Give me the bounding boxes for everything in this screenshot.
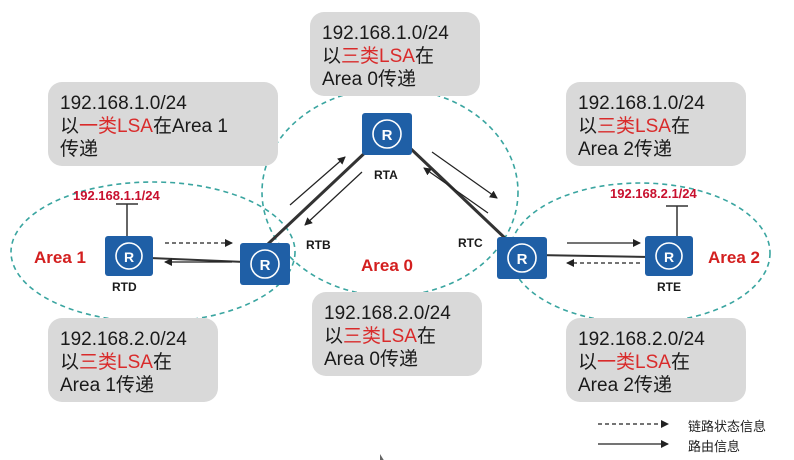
info-box-bottom-left-line2: 以三类LSA在 [60,351,206,374]
info-box-top-lsa: 三类LSA [341,46,415,67]
router-rtb-icon: R [240,243,290,285]
router-rta-letter: R [382,127,393,144]
router-rta-icon: R [362,113,412,155]
link-rtb-rta [266,146,372,246]
info-box-top: 192.168.1.0/24 以三类LSA在 Area 0传递 [310,12,480,96]
area-2-boundary [509,182,771,324]
info-box-top-left-line2: 以一类LSA在Area 1 [60,115,266,138]
info-box-top-left: 192.168.1.0/24 以一类LSA在Area 1 传递 [48,82,278,166]
route-arrow-rtc-to-rta [423,167,489,214]
router-rtd-letter: R [124,249,134,265]
area-1-label: Area 1 [34,248,86,267]
info-box-mid-bottom-post: 在 [416,326,436,347]
info-box-bottom-left-post: 在 [152,352,172,373]
info-box-top-line1: 192.168.1.0/24 [322,23,449,44]
router-rte-letter: R [664,249,674,265]
info-box-bottom-right-line3: Area 2传递 [578,375,672,396]
info-box-top-left-pre: 以 [60,116,80,137]
info-box-top-right: 192.168.1.0/24 以三类LSA在 Area 2传递 [566,82,746,166]
router-rtb-label: RTB [306,238,331,252]
area-2-label: Area 2 [708,248,760,267]
router-rtc-letter: R [517,251,528,268]
info-box-top-left-line1: 192.168.1.0/24 [60,93,187,114]
info-box-bottom-left-lsa: 三类LSA [79,352,153,373]
mouse-cursor-icon [380,454,384,460]
info-box-mid-bottom-line3: Area 0传递 [324,349,418,370]
info-box-top-left-post: 在Area 1 [152,116,228,137]
router-rtd-label: RTD [112,280,137,294]
info-box-top-right-line3: Area 2传递 [578,139,672,160]
info-box-bottom-left-line1: 192.168.2.0/24 [60,329,187,350]
info-box-bottom-right-lsa: 一类LSA [597,352,671,373]
info-box-bottom-right-post: 在 [670,352,690,373]
router-rtd-icon: R [105,236,153,276]
router-rte-label: RTE [657,280,681,294]
router-rtc-label: RTC [458,236,483,250]
info-box-bottom-right-line1: 192.168.2.0/24 [578,329,705,350]
rte-network-label: 192.168.2.1/24 [610,186,697,201]
info-box-mid-bottom-line1: 192.168.2.0/24 [324,303,451,324]
info-box-bottom-right-pre: 以 [578,352,598,373]
route-arrow-rta-to-rtc [431,151,498,199]
router-rtc-icon: R [497,237,547,279]
info-box-top-post: 在 [414,46,434,67]
rtd-network-label: 192.168.1.1/24 [73,188,160,203]
link-rta-rtc [408,146,509,242]
route-arrow-rtb-to-rta [289,156,346,206]
info-box-bottom-left-pre: 以 [60,352,80,373]
info-box-mid-bottom-line2: 以三类LSA在 [324,325,470,348]
info-box-top-right-post: 在 [670,116,690,137]
info-box-bottom-right: 192.168.2.0/24 以一类LSA在 Area 2传递 [566,318,746,402]
legend-solid-label: 路由信息 [688,440,741,455]
info-box-mid-bottom-lsa: 三类LSA [343,326,417,347]
area-0-label: Area 0 [361,256,413,275]
router-rtb-letter: R [260,257,271,274]
info-box-top-left-line3: 传递 [60,139,99,160]
link-rtc-rte [534,254,651,258]
legend-dashed-label: 链路状态信息 [688,420,767,435]
router-rta-label: RTA [374,168,398,182]
info-box-bottom-left: 192.168.2.0/24 以三类LSA在 Area 1传递 [48,318,218,402]
info-box-top-right-line2: 以三类LSA在 [578,115,734,138]
info-box-bottom-left-line3: Area 1传递 [60,375,154,396]
info-box-mid-bottom-pre: 以 [324,326,344,347]
info-box-top-line3: Area 0传递 [322,69,416,90]
info-box-top-right-line1: 192.168.1.0/24 [578,93,705,114]
info-box-mid-bottom: 192.168.2.0/24 以三类LSA在 Area 0传递 [312,292,482,376]
info-box-top-left-lsa: 一类LSA [79,116,153,137]
info-box-bottom-right-line2: 以一类LSA在 [578,351,734,374]
info-box-top-right-lsa: 三类LSA [597,116,671,137]
info-box-top-right-pre: 以 [578,116,598,137]
info-box-top-pre: 以 [322,46,342,67]
info-box-top-line2: 以三类LSA在 [322,45,468,68]
router-rte-icon: R [645,236,693,276]
route-arrow-rta-to-rtb [304,171,363,226]
